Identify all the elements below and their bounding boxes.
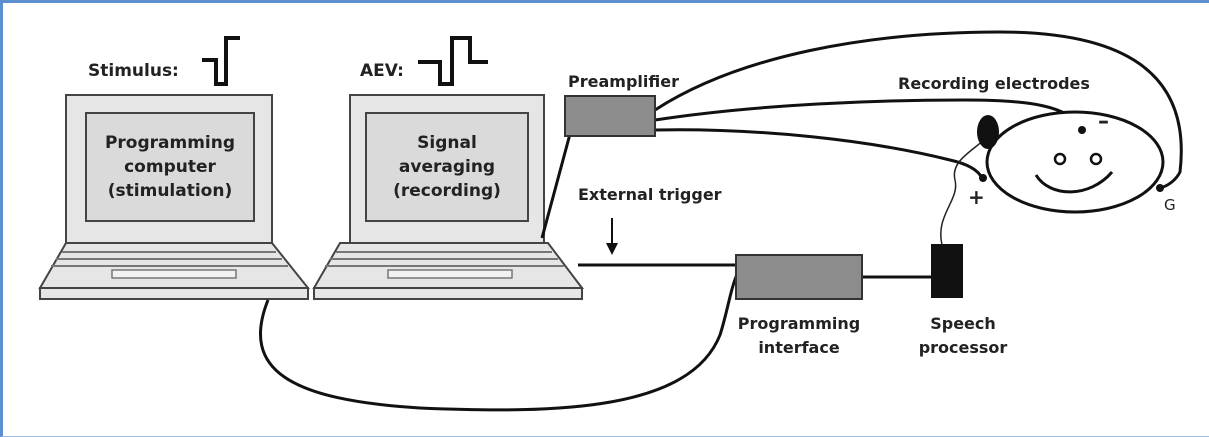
plus-electrode-dot <box>979 174 987 182</box>
head-outline <box>985 110 1165 214</box>
plus-sign-label: + <box>968 185 985 209</box>
speech-processor-lead <box>940 135 989 246</box>
aev-pulse-icon <box>418 36 488 86</box>
implant-coil-icon <box>977 115 999 149</box>
recording-electrodes-label: Recording electrodes <box>898 74 1090 93</box>
left-screen-line-2: computer <box>124 157 216 177</box>
right-eye-icon <box>1089 152 1103 166</box>
programming-cable <box>258 271 740 412</box>
programming-interface-box <box>735 254 863 300</box>
programming-computer-laptop <box>38 94 311 300</box>
ground-label: G <box>1164 196 1176 214</box>
programming-interface-label-line-2: interface <box>758 338 840 357</box>
left-laptop-touchpad <box>111 269 237 279</box>
right-screen-line-1: Signal <box>417 133 477 153</box>
left-screen-line-3: (stimulation) <box>108 181 232 201</box>
ground-electrode-dot <box>1156 184 1164 192</box>
trigger-arrow-icon <box>606 218 618 255</box>
minus-electrode-dot <box>1078 126 1086 134</box>
minus-electrode-wire <box>654 98 1084 129</box>
right-screen-line-2: averaging <box>399 157 495 177</box>
preamplifier-box <box>564 95 656 137</box>
preamplifier-label: Preamplifier <box>568 72 679 91</box>
plus-electrode-wire <box>654 128 984 179</box>
patient-head <box>977 110 1165 214</box>
speech-processor-label-line-2: processor <box>919 338 1008 357</box>
preamp-to-laptop-cable <box>540 133 572 239</box>
speech-processor-label-line-1: Speech <box>930 314 996 333</box>
right-screen-line-3: (recording) <box>393 181 501 201</box>
stimulus-label: Stimulus: <box>88 61 179 81</box>
ground-electrode-wire <box>654 30 1183 190</box>
left-laptop-screen <box>85 112 255 222</box>
programming-interface-label-line-1: Programming <box>738 314 860 333</box>
right-laptop-screen <box>365 112 529 222</box>
external-trigger-label: External trigger <box>578 185 722 204</box>
aev-label: AEV: <box>360 61 404 81</box>
right-laptop-touchpad <box>387 269 513 279</box>
left-eye-icon <box>1053 152 1067 166</box>
minus-sign-label: – <box>1098 109 1109 134</box>
left-laptop-front-edge <box>39 287 309 300</box>
mouth-icon <box>1034 171 1114 194</box>
cables <box>258 30 1183 412</box>
stimulus-pulse-icon <box>202 36 240 86</box>
speech-processor-device <box>931 244 963 298</box>
right-laptop-front-edge <box>313 287 583 300</box>
left-screen-line-1: Programming <box>105 133 235 153</box>
signal-averaging-laptop <box>312 94 585 300</box>
